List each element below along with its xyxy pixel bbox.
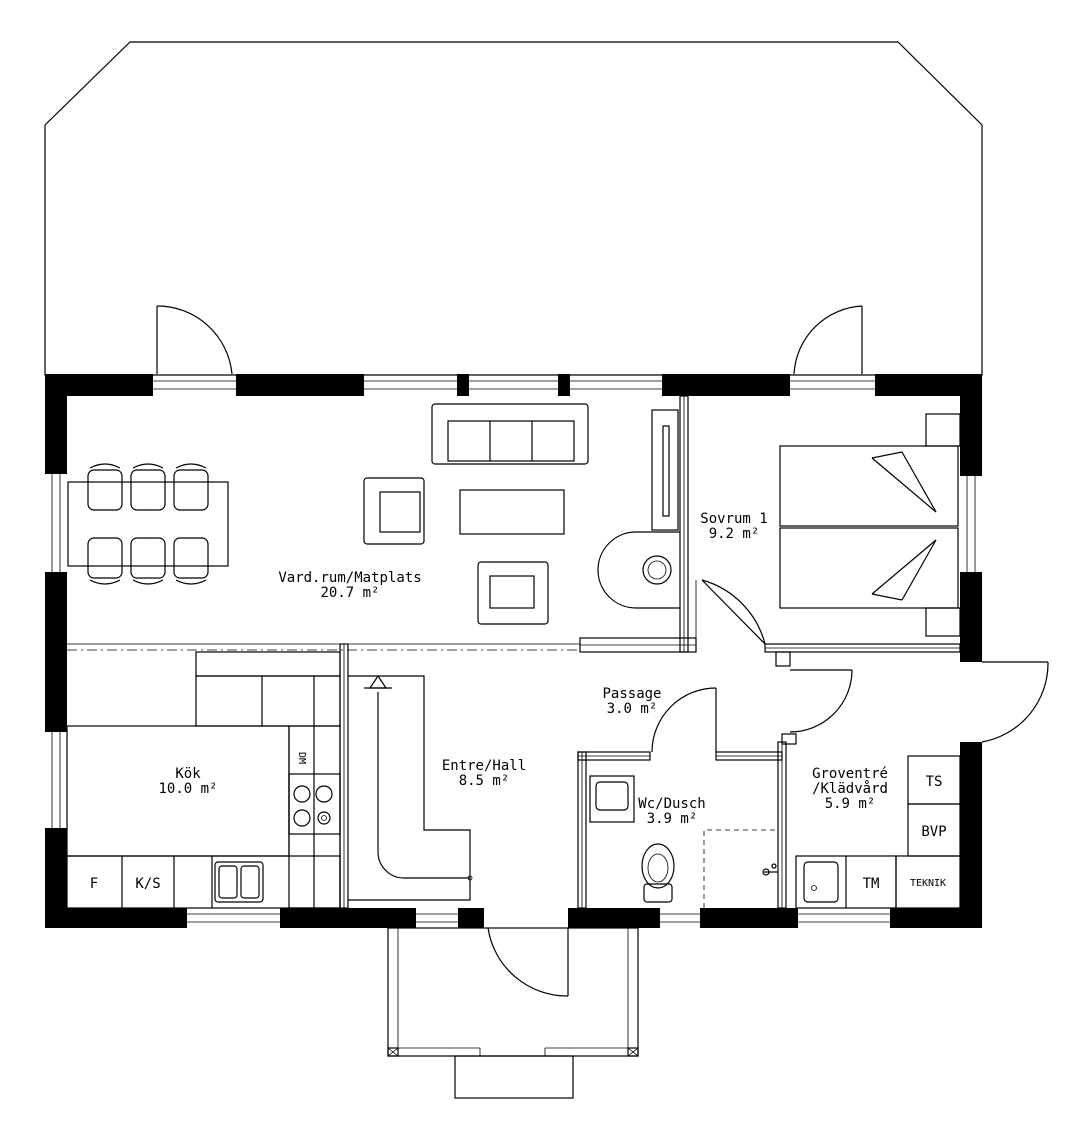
room-label-bedroom: Sovrum 1 9.2 m² bbox=[700, 511, 767, 542]
svg-text:Wc/Dusch: Wc/Dusch bbox=[638, 796, 705, 812]
door-bedroom bbox=[701, 579, 766, 645]
exterior-walls bbox=[45, 374, 982, 928]
kitchen-upper-cabinets bbox=[195, 651, 341, 727]
svg-text:Kök: Kök bbox=[175, 766, 201, 782]
sofa bbox=[431, 403, 589, 465]
door-groventre bbox=[981, 661, 1049, 743]
technical-label: TEKNIK bbox=[910, 878, 946, 889]
room-label-kitchen: Kök 10.0 m² bbox=[158, 766, 217, 797]
dryer-label: TS bbox=[926, 774, 943, 790]
washer-label: TM bbox=[863, 876, 880, 892]
door-entrance bbox=[487, 927, 569, 997]
svg-text:Groventré: Groventré bbox=[812, 766, 888, 782]
dishwasher-label: DM bbox=[296, 752, 307, 764]
windows bbox=[51, 380, 976, 923]
tv-unit bbox=[651, 409, 679, 531]
svg-text:Sovrum 1: Sovrum 1 bbox=[700, 511, 767, 527]
fridge-freezer-label: K/S bbox=[135, 876, 160, 892]
groventre-fixtures bbox=[795, 755, 961, 909]
dining-chairs bbox=[87, 463, 209, 585]
porch bbox=[387, 927, 639, 1099]
coffee-table bbox=[459, 489, 565, 535]
heat-pump-label: BVP bbox=[921, 824, 946, 840]
room-label-living: Vard.rum/Matplats 20.7 m² bbox=[278, 570, 421, 601]
svg-text:Entre/Hall: Entre/Hall bbox=[442, 758, 526, 774]
svg-text:/Klädvård: /Klädvård bbox=[812, 780, 888, 797]
interior-walls bbox=[67, 395, 961, 909]
svg-text:8.5 m²: 8.5 m² bbox=[459, 773, 510, 789]
fridge-label: F bbox=[90, 876, 98, 892]
door-bedroom-terrace bbox=[793, 305, 863, 375]
svg-text:3.9 m²: 3.9 m² bbox=[647, 811, 698, 827]
svg-text:20.7 m²: 20.7 m² bbox=[320, 585, 379, 601]
terrace-outline bbox=[44, 41, 983, 376]
toilet bbox=[641, 843, 675, 903]
room-label-passage: Passage 3.0 m² bbox=[602, 686, 661, 717]
beds bbox=[779, 413, 961, 637]
svg-text:5.9 m²: 5.9 m² bbox=[825, 796, 876, 812]
fireplace bbox=[597, 531, 680, 609]
room-label-wc: Wc/Dusch 3.9 m² bbox=[638, 796, 705, 827]
room-label-groventre: Groventré /Klädvård 5.9 m² bbox=[812, 766, 888, 812]
kitchen-counter bbox=[66, 725, 341, 909]
door-passage-groventre bbox=[789, 669, 853, 733]
svg-text:9.2 m²: 9.2 m² bbox=[709, 526, 760, 542]
room-label-hall: Entre/Hall 8.5 m² bbox=[442, 758, 526, 789]
door-wc bbox=[651, 687, 717, 753]
shower-area bbox=[703, 829, 778, 908]
armchair-2 bbox=[477, 561, 549, 625]
svg-text:10.0 m²: 10.0 m² bbox=[158, 781, 217, 797]
door-living-terrace bbox=[156, 305, 233, 375]
hall-wardrobe bbox=[348, 674, 473, 901]
svg-text:Passage: Passage bbox=[602, 686, 661, 702]
armchair-1 bbox=[363, 477, 425, 545]
svg-text:Vard.rum/Matplats: Vard.rum/Matplats bbox=[278, 570, 421, 586]
wc-sink bbox=[589, 775, 635, 823]
svg-text:3.0 m²: 3.0 m² bbox=[607, 701, 658, 717]
dining-table bbox=[67, 481, 229, 567]
